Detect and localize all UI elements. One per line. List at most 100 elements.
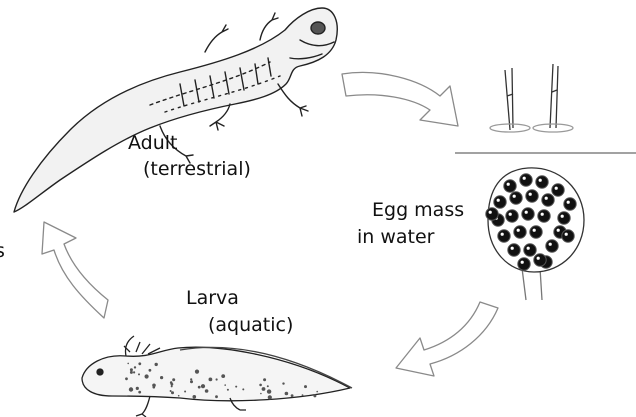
larva-spot <box>193 395 197 399</box>
larva-spot <box>215 395 218 398</box>
larva-spot <box>138 373 140 375</box>
larva-spot <box>221 374 225 378</box>
larva-spot <box>178 395 180 397</box>
larva-spot <box>209 378 213 382</box>
arrow-adult-to-eggs <box>342 72 458 126</box>
egg-highlight <box>541 213 544 216</box>
egg-highlight <box>537 257 540 260</box>
larva-spot <box>316 391 318 393</box>
larva-spot <box>138 391 141 394</box>
egg <box>538 210 550 222</box>
egg <box>562 230 574 242</box>
left-edge-text-fragment: s <box>0 240 5 262</box>
egg-highlight <box>507 183 510 186</box>
egg <box>522 208 534 220</box>
egg-highlight <box>517 229 520 232</box>
egg-highlight <box>527 247 530 250</box>
egg-highlight <box>549 243 552 246</box>
egg <box>510 192 522 204</box>
larva-spot <box>302 394 304 396</box>
egg <box>504 180 516 192</box>
larva-spot <box>224 384 226 386</box>
egg-highlight <box>539 179 542 182</box>
larva-spot <box>155 363 158 366</box>
larva-spot <box>171 385 173 387</box>
larva-spot <box>152 384 156 388</box>
larva-spot <box>304 385 307 388</box>
larva-spot <box>282 382 284 384</box>
larva-spot <box>127 363 129 365</box>
egg <box>486 208 498 220</box>
larva-body <box>82 347 350 400</box>
adult-body <box>14 8 337 212</box>
larva-spot <box>136 388 138 390</box>
larva-spot <box>198 386 201 389</box>
larva-spot <box>171 391 174 394</box>
larva-spot <box>227 389 229 391</box>
egg-highlight <box>557 229 560 232</box>
egg-highlight <box>521 261 524 264</box>
larva-label-line2: (aquatic) <box>208 314 293 336</box>
arrow-eggs-to-larva <box>396 302 498 376</box>
egg <box>508 244 520 256</box>
egg <box>552 184 564 196</box>
larva-spot <box>267 385 269 387</box>
egg <box>498 230 510 242</box>
egg-highlight <box>501 233 504 236</box>
larva-spot <box>138 362 141 365</box>
larva-spot <box>285 392 289 396</box>
arrow-larva-to-adult <box>42 222 108 318</box>
larva-spot <box>190 378 192 380</box>
egg-label-line1: Egg mass <box>372 199 464 221</box>
adult-label-line1: Adult <box>128 132 178 154</box>
egg <box>520 174 532 186</box>
egg <box>558 212 570 224</box>
larva-spot <box>205 389 209 393</box>
egg-highlight <box>513 195 516 198</box>
larva-spot <box>133 371 135 373</box>
egg-highlight <box>529 193 532 196</box>
adult-salamander <box>14 8 337 212</box>
egg-mass <box>486 168 584 272</box>
larva-spot <box>259 384 262 387</box>
larva-spot <box>171 383 174 386</box>
egg-highlight <box>567 201 570 204</box>
egg <box>494 196 506 208</box>
egg <box>530 226 542 238</box>
egg <box>564 198 576 210</box>
egg-highlight <box>565 233 568 236</box>
larva-spot <box>260 393 262 395</box>
larva-spot <box>291 394 294 397</box>
larva-spot <box>242 388 244 390</box>
egg <box>518 258 530 270</box>
larva-spot <box>125 377 128 380</box>
larva-spot <box>201 384 205 388</box>
larva-label-line1: Larva <box>186 287 239 309</box>
larva-spot <box>170 390 172 392</box>
egg-highlight <box>561 215 564 218</box>
egg-highlight <box>489 211 492 214</box>
larva-spot <box>267 389 271 393</box>
larva-spot <box>130 368 133 371</box>
larva-spot <box>145 374 149 378</box>
egg-highlight <box>545 197 548 200</box>
egg <box>526 190 538 202</box>
egg <box>506 210 518 222</box>
larva-spot <box>263 378 266 381</box>
larva-spot <box>129 387 133 391</box>
egg-highlight <box>533 229 536 232</box>
egg <box>536 176 548 188</box>
egg-highlight <box>555 187 558 190</box>
egg <box>546 240 558 252</box>
adult-label-line2: (terrestrial) <box>143 158 251 180</box>
larva-spot <box>160 376 163 379</box>
egg <box>542 194 554 206</box>
egg-highlight <box>509 213 512 216</box>
egg-highlight <box>497 199 500 202</box>
larva <box>82 336 352 417</box>
egg-label-line2: in water <box>357 226 435 248</box>
egg <box>524 244 536 256</box>
larva-spot <box>268 395 272 399</box>
larva-spot <box>262 387 266 391</box>
